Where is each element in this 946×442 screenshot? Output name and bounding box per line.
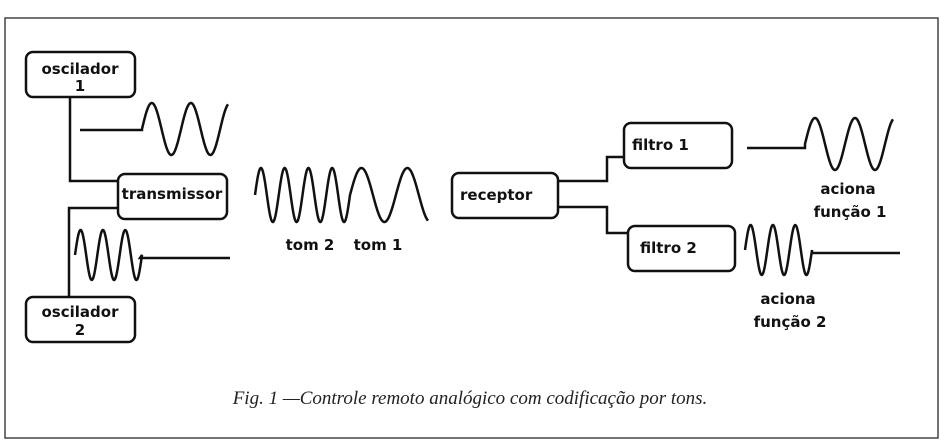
oscillator-1-block: oscilador 1	[24, 50, 137, 99]
filter-1-block: filtro 1	[622, 121, 734, 170]
figure-caption: Fig. 1 —Controle remoto analógico com co…	[232, 388, 708, 409]
tone-1-waveform-oscillator	[80, 101, 230, 157]
connector-osc2-transmitter	[67, 206, 118, 297]
transmitter-block: transmissor	[116, 172, 229, 221]
function-2-label: função 2	[754, 313, 827, 331]
figure-frame	[4, 17, 939, 439]
transmitter-label: transmissor	[122, 185, 223, 203]
oscillator-1-label: oscilador	[42, 60, 120, 78]
oscillator-2-label: oscilador	[42, 303, 120, 321]
filter-1-label: filtro 1	[632, 136, 689, 154]
function-1-action-label: aciona	[820, 180, 875, 198]
function-1-label: função 1	[814, 203, 887, 221]
oscillator-2-block: oscilador 2	[24, 295, 137, 344]
tone-2-waveform-oscillator	[73, 228, 230, 282]
receiver-label: receptor	[460, 186, 533, 204]
receiver-block: receptor	[450, 171, 560, 220]
oscillator-2-number: 2	[75, 321, 85, 339]
connector-receiver-filter2	[558, 205, 628, 235]
combined-transmitted-waveform	[253, 166, 430, 224]
filter-2-label: filtro 2	[640, 239, 697, 257]
function-2-action-label: aciona	[760, 290, 815, 308]
tone-2-waveform-output	[743, 223, 900, 277]
tone-2-label: tom 2	[286, 236, 335, 254]
connector-osc1-transmitter	[68, 97, 118, 183]
oscillator-1-number: 1	[75, 77, 85, 95]
filter-2-block: filtro 2	[626, 224, 737, 273]
tone-1-waveform-output	[747, 116, 895, 172]
tone-1-label: tom 1	[354, 236, 403, 254]
connector-receiver-filter1	[558, 155, 624, 183]
